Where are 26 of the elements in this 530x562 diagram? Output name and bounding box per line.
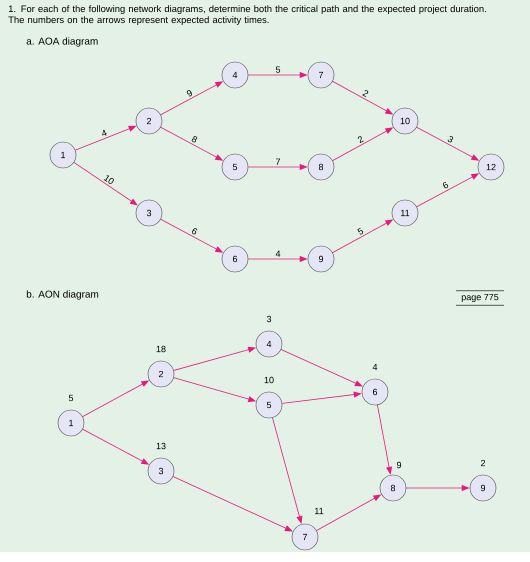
section-heading: b. AON diagram bbox=[26, 290, 98, 300]
edge-label: 4 bbox=[276, 250, 280, 257]
duration-label: 3 bbox=[266, 316, 272, 322]
edge-label: 10 bbox=[104, 175, 114, 184]
duration-label: 11 bbox=[315, 508, 324, 514]
edge-label: 6 bbox=[443, 182, 448, 188]
edge-label: 5 bbox=[276, 66, 280, 73]
duration-label: 9 bbox=[396, 462, 402, 468]
edge-label: 3 bbox=[448, 136, 454, 142]
duration-label: 5 bbox=[68, 394, 74, 402]
edge-label: 2 bbox=[362, 90, 368, 98]
edge-label: 2 bbox=[358, 136, 364, 144]
question-text: 1. For each of the following network diagrams, determine both the critical path and the expected project duration. The numbers on the arrows represent expected activity times. bbox=[8, 5, 486, 25]
edge-label: 7 bbox=[276, 158, 280, 165]
edge-label: 5 bbox=[357, 228, 364, 234]
edge-label: 6 bbox=[192, 228, 198, 234]
duration-label: 18 bbox=[156, 346, 166, 352]
duration-label: 4 bbox=[372, 364, 378, 370]
edge-label: 8 bbox=[192, 136, 198, 142]
edge-label: 4 bbox=[102, 130, 107, 136]
page-number: page 775 bbox=[462, 294, 498, 302]
section-heading: a. AOA diagram bbox=[26, 37, 98, 47]
duration-label: 2 bbox=[480, 460, 486, 466]
edge-label: 9 bbox=[186, 90, 192, 96]
duration-label: 10 bbox=[264, 376, 274, 384]
duration-label: 13 bbox=[156, 442, 166, 450]
